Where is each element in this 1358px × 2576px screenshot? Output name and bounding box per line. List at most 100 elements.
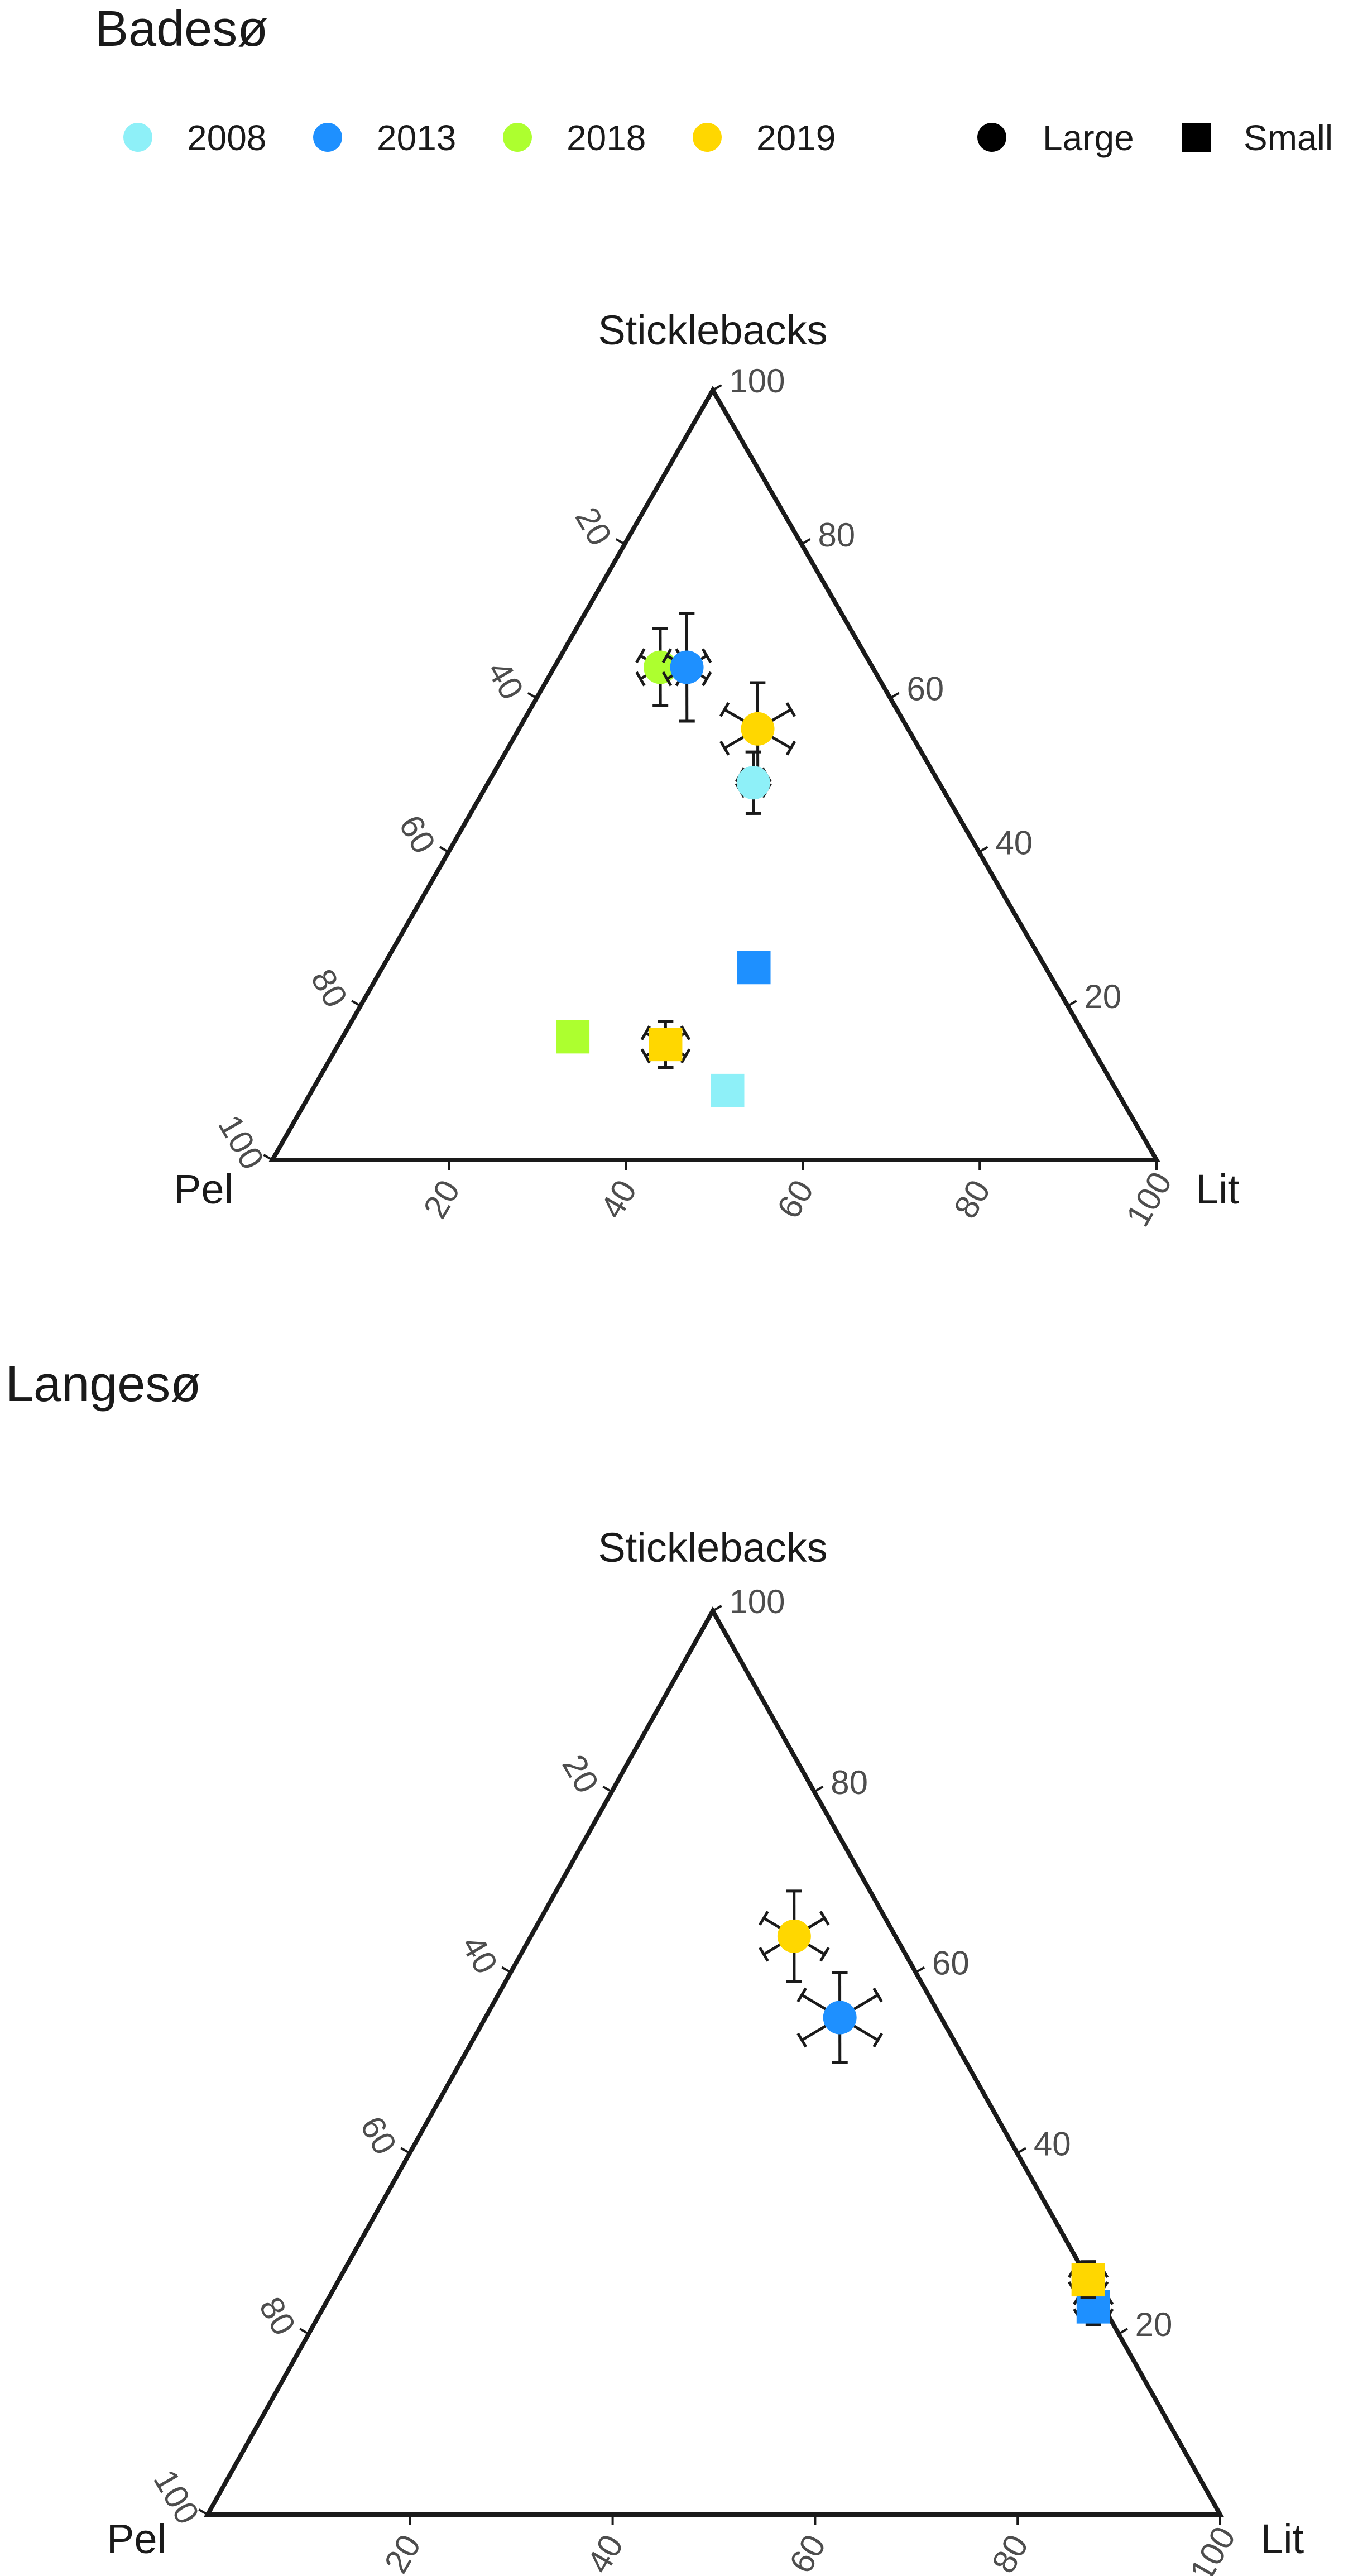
data-point-small-2019: [1071, 2263, 1105, 2297]
tick-mark-pel: [400, 2147, 411, 2155]
data-point-small-2018: [556, 1020, 590, 1054]
tick-mark-sticklebacks: [978, 846, 988, 853]
tick-label-pel: 60: [353, 2110, 404, 2161]
panel-title-badeso: Badesø: [95, 1, 268, 57]
tick-mark-sticklebacks: [889, 692, 900, 699]
tick-label-sticklebacks: 100: [729, 1583, 785, 1620]
error-bar-cap: [702, 671, 712, 687]
tick-label-sticklebacks: 40: [1034, 2125, 1071, 2162]
tick-label-sticklebacks: 20: [1084, 978, 1121, 1015]
data-point-small-2008: [711, 1073, 745, 1107]
tick-mark-pel: [263, 1154, 273, 1161]
tick-mark-pel: [439, 846, 449, 853]
tick-label-lit: 20: [416, 1174, 467, 1225]
tick-mark-pel: [299, 2328, 310, 2335]
error-bar-cap: [680, 1025, 691, 1040]
tick-label-pel: 80: [304, 963, 354, 1014]
tick-mark-sticklebacks: [712, 1605, 722, 1612]
tick-label-sticklebacks: 60: [906, 670, 944, 708]
apex-label-pel-langeso: Pel: [107, 2516, 166, 2562]
legend: 2008 2013 2018 2019 Large Small: [123, 118, 1333, 158]
error-bar-cap: [640, 1025, 651, 1040]
tick-mark-pel: [501, 1966, 512, 1974]
tick-label-lit: 100: [1182, 2520, 1242, 2576]
tick-label-sticklebacks: 60: [932, 1945, 970, 1982]
legend-swatch-small: [1182, 123, 1211, 152]
legend-label-2019: 2019: [756, 118, 836, 158]
legend-label-2013: 2013: [377, 118, 456, 158]
panel-title-langeso: Langesø: [6, 1356, 201, 1412]
tick-label-lit: 80: [947, 1174, 997, 1225]
error-bar-cap: [785, 740, 796, 756]
error-bar-cap: [661, 671, 673, 687]
tick-label-sticklebacks: 100: [729, 362, 785, 400]
legend-swatch-2018: [503, 123, 532, 152]
data-point-small-2013: [737, 951, 771, 985]
data-point-large-2008: [736, 766, 770, 800]
tick-label-sticklebacks: 80: [831, 1764, 868, 1801]
apex-label-sticklebacks-langeso: Sticklebacks: [598, 1524, 827, 1571]
error-bar-cap: [701, 648, 712, 664]
tick-label-lit: 40: [593, 1174, 644, 1225]
tick-mark-pel: [602, 1786, 613, 1793]
error-bar-cap: [759, 1911, 769, 1926]
tick-label-lit: 40: [579, 2529, 630, 2576]
data-point-large-2013: [823, 2001, 857, 2035]
data-point-small-2019: [649, 1028, 683, 1062]
legend-swatch-2013: [313, 123, 342, 152]
ternary-frame: [204, 1606, 1224, 2517]
error-bar-cap: [719, 702, 730, 717]
tick-mark-sticklebacks: [1118, 2328, 1128, 2335]
error-bar-cap: [872, 2032, 884, 2048]
error-bar-cap: [719, 740, 730, 756]
tick-label-lit: 60: [782, 2529, 833, 2576]
tick-mark-pel: [615, 538, 626, 545]
apex-label-sticklebacks-badeso: Sticklebacks: [598, 307, 827, 353]
tick-label-lit: 60: [770, 1174, 820, 1225]
error-bar-cap: [785, 702, 796, 717]
tick-label-pel: 60: [392, 809, 443, 860]
tick-mark-sticklebacks: [712, 384, 722, 391]
error-bar-cap: [759, 1946, 769, 1962]
error-bar-cap: [796, 2032, 807, 2048]
error-bar-cap: [819, 1911, 830, 1926]
legend-swatch-2019: [693, 123, 722, 152]
tick-label-pel: 40: [454, 1929, 505, 1980]
apex-label-lit-langeso: Lit: [1260, 2516, 1304, 2562]
legend-swatch-2008: [123, 123, 152, 152]
legend-swatch-large: [977, 123, 1006, 152]
tick-label-pel: 40: [480, 655, 531, 706]
tick-label-lit: 100: [1119, 1165, 1179, 1232]
legend-label-2018: 2018: [567, 118, 646, 158]
legend-label-2008: 2008: [187, 118, 266, 158]
tick-mark-sticklebacks: [800, 538, 811, 545]
tick-label-pel: 80: [252, 2291, 303, 2342]
error-bar-cap: [796, 1987, 807, 2003]
data-point-large-2019: [741, 712, 775, 746]
tick-label-pel: 20: [568, 501, 619, 551]
legend-label-large: Large: [1043, 118, 1134, 158]
tick-mark-sticklebacks: [1067, 1000, 1077, 1007]
tick-label-pel: 20: [555, 1748, 606, 1799]
apex-label-lit-badeso: Lit: [1196, 1166, 1240, 1212]
tick-mark-pel: [527, 692, 538, 699]
tick-mark-pel: [351, 1000, 361, 1007]
tick-mark-pel: [198, 2508, 209, 2516]
data-point-large-2018: [644, 650, 678, 684]
apex-label-pel-badeso: Pel: [174, 1166, 233, 1212]
tick-mark-sticklebacks: [1016, 2147, 1026, 2155]
error-bar-cap: [872, 1987, 883, 2003]
tick-mark-sticklebacks: [813, 1786, 824, 1793]
error-bar-cap: [680, 1048, 691, 1064]
error-bar-cap: [640, 1048, 651, 1064]
tick-label-sticklebacks: 80: [818, 516, 855, 554]
error-bar-cap: [635, 648, 646, 664]
tick-label-lit: 80: [985, 2529, 1035, 2576]
tick-mark-sticklebacks: [915, 1966, 925, 1974]
error-bar-cap: [819, 1946, 830, 1962]
tick-label-lit: 20: [377, 2529, 428, 2576]
legend-label-small: Small: [1244, 118, 1333, 158]
data-point-large-2019: [777, 1919, 811, 1953]
